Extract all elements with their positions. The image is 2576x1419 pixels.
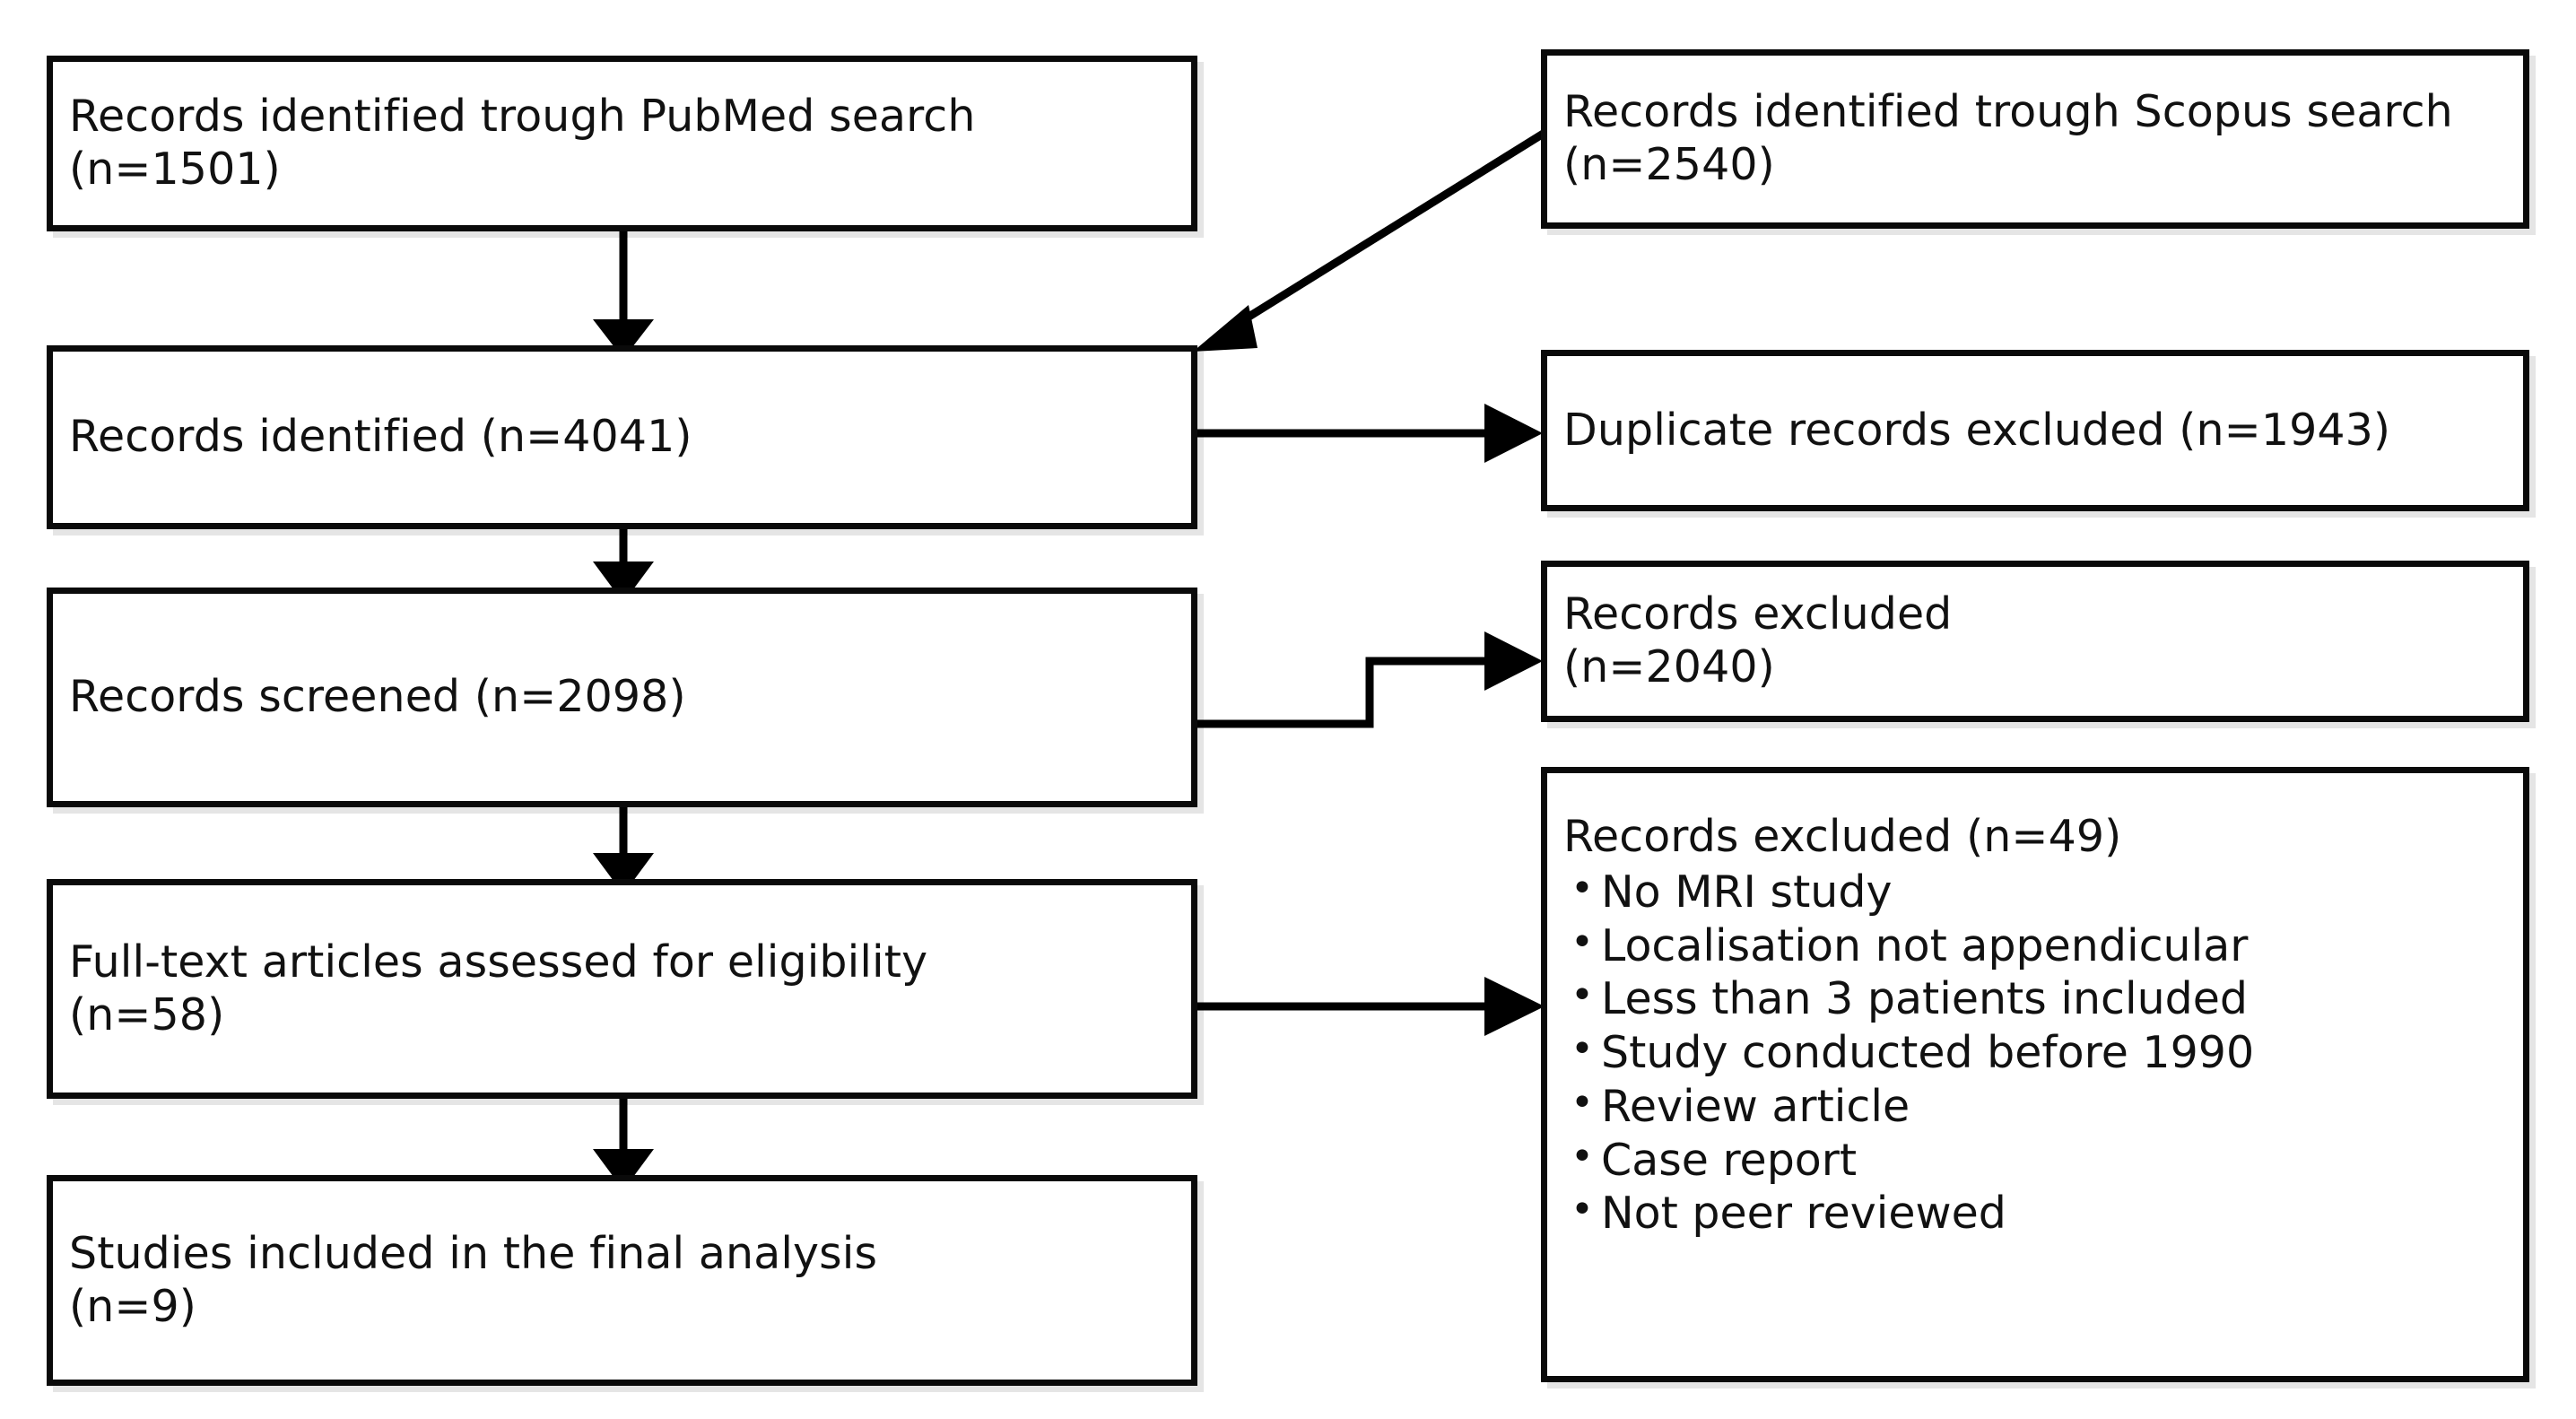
- box-records-identified-scopus: Records identified trough Scopus search …: [1541, 49, 2529, 229]
- box-records-identified-pubmed: Records identified trough PubMed search …: [47, 56, 1197, 231]
- box-records-excluded-eligibility: Records excluded (n=49) No MRI study Loc…: [1541, 767, 2529, 1382]
- box-records-screened-label: Records screened (n=2098): [69, 671, 686, 723]
- arrow-fulltext-to-fulltext-excluded: [1197, 977, 1545, 1036]
- list-item: Less than 3 patients included: [1563, 971, 2507, 1026]
- box-records-identified: Records identified (n=4041): [47, 345, 1197, 529]
- arrow-screened-to-records-excluded: [1197, 631, 1543, 728]
- list-item: Study conducted before 1990: [1563, 1024, 2507, 1080]
- box-duplicate-records-excluded-label: Duplicate records excluded (n=1943): [1563, 404, 2391, 456]
- arrow-screened-to-fulltext: [593, 807, 654, 894]
- box-records-excluded-screening-label: Records excluded (n=2040): [1563, 588, 1953, 692]
- arrow-scopus-to-identified: [1193, 122, 1559, 352]
- arrow-fulltext-to-included: [593, 1099, 654, 1190]
- box-duplicate-records-excluded: Duplicate records excluded (n=1943): [1541, 350, 2529, 511]
- arrow-identified-to-duplicates: [1197, 404, 1543, 463]
- box-studies-included: Studies included in the final analysis (…: [47, 1175, 1197, 1386]
- box-records-excluded-eligibility-title: Records excluded (n=49): [1563, 811, 2122, 862]
- exclusion-reason-list: No MRI study Localisation not appendicul…: [1547, 864, 2523, 1241]
- box-records-excluded-screening: Records excluded (n=2040): [1541, 561, 2529, 722]
- box-records-identified-pubmed-label: Records identified trough PubMed search …: [69, 91, 976, 195]
- list-item: Review article: [1563, 1078, 2507, 1134]
- box-fulltext-assessed-label: Full-text articles assessed for eligibil…: [69, 936, 928, 1040]
- box-records-identified-scopus-label: Records identified trough Scopus search …: [1563, 86, 2453, 190]
- box-records-screened: Records screened (n=2098): [47, 588, 1197, 807]
- list-item: No MRI study: [1563, 864, 2507, 919]
- box-records-identified-label: Records identified (n=4041): [69, 411, 692, 463]
- list-item: Not peer reviewed: [1563, 1185, 2507, 1241]
- arrow-pubmed-to-identified: [593, 231, 654, 359]
- box-fulltext-assessed: Full-text articles assessed for eligibil…: [47, 879, 1197, 1099]
- list-item: Case report: [1563, 1132, 2507, 1188]
- list-item: Localisation not appendicular: [1563, 918, 2507, 973]
- arrow-identified-to-screened: [593, 529, 654, 603]
- box-studies-included-label: Studies included in the final analysis (…: [69, 1227, 878, 1332]
